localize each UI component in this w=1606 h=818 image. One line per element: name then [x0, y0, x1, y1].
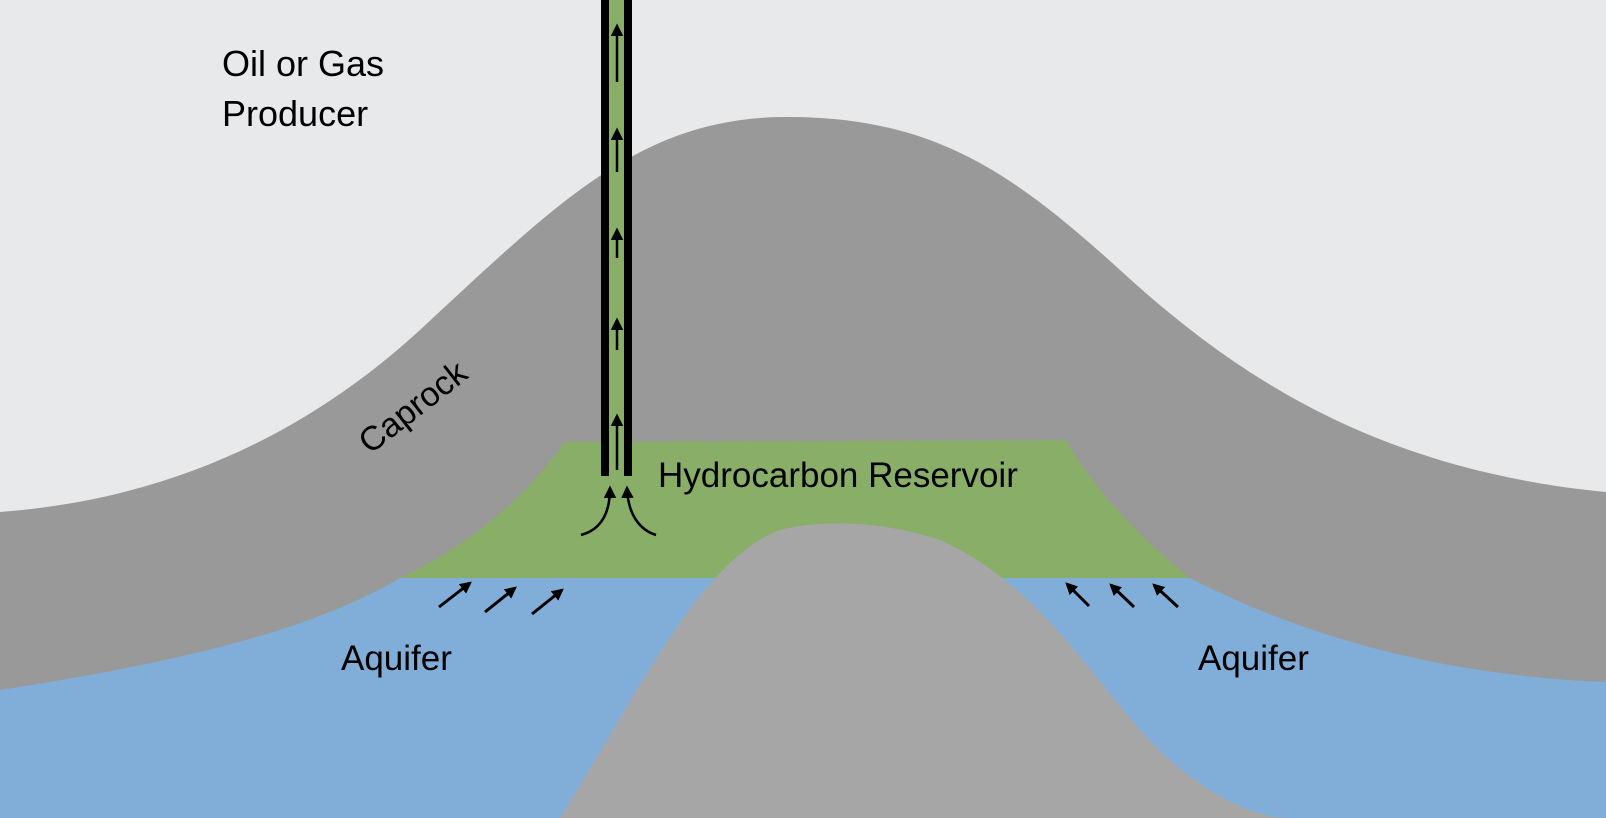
- up-right-arrow-icon: [438, 581, 564, 616]
- aquifer-right-label: Aquifer: [1198, 639, 1309, 678]
- producer-label-line1: Oil or Gas: [222, 43, 384, 84]
- up-left-arrow-icon: [1065, 582, 1180, 609]
- reservoir-label: Hydrocarbon Reservoir: [658, 456, 1018, 495]
- well-casing-left: [601, 0, 609, 476]
- curved-up-arrow-icon: [580, 485, 657, 537]
- well-casing-right: [624, 0, 632, 476]
- producer-well: [601, 0, 632, 476]
- hydrocarbon-reservoir: [400, 440, 1190, 578]
- aquifer-left-label: Aquifer: [341, 639, 452, 678]
- producer-label-line2: Producer: [222, 93, 368, 134]
- basement-dome: [560, 523, 1290, 818]
